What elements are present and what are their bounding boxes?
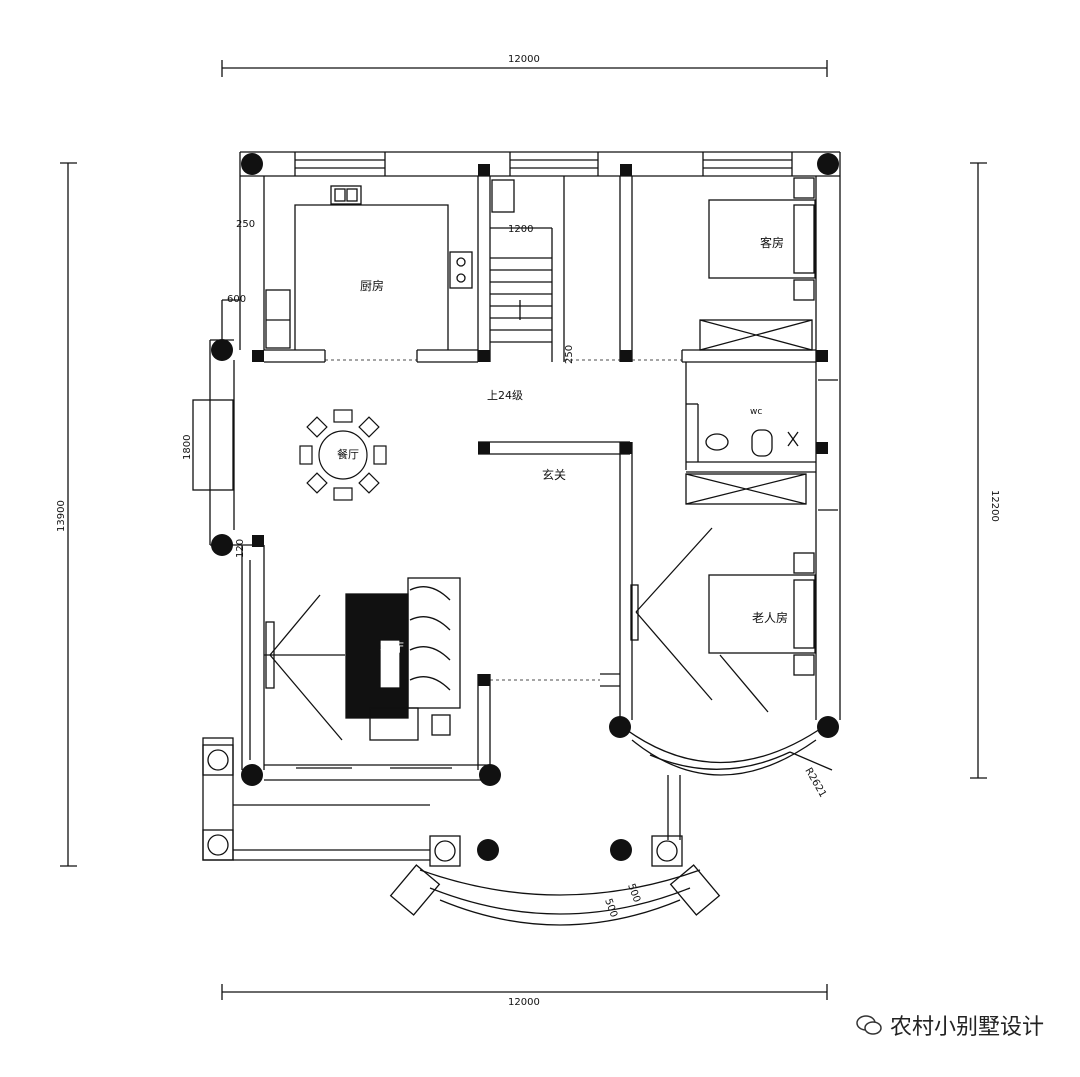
dim-bottom-width: 12000 xyxy=(508,997,540,1008)
living-room xyxy=(264,577,490,781)
watermark-text: 农村小别墅设计 xyxy=(889,1015,1044,1040)
dining-table xyxy=(299,409,387,501)
room-label-wc: wc xyxy=(750,407,762,417)
dim-600: 600 xyxy=(227,294,246,305)
stairs-label: 上24级 xyxy=(487,389,523,402)
porch xyxy=(202,737,721,926)
top-wall xyxy=(240,151,840,177)
dim-top-width: 12000 xyxy=(508,54,540,65)
foyer-walls xyxy=(477,441,713,770)
dim-250-top: 250 xyxy=(236,219,255,230)
dim-radius: R2621 xyxy=(802,766,828,800)
dim-1200: 1200 xyxy=(508,224,533,235)
dim-250-stair: 250 xyxy=(564,345,575,364)
elder-room xyxy=(619,552,833,776)
room-label-kitchen: 厨房 xyxy=(360,278,384,293)
left-wall xyxy=(192,152,275,770)
wechat-icon xyxy=(856,1015,882,1035)
room-label-elder-room: 老人房 xyxy=(752,610,788,625)
dim-500a: 500 xyxy=(625,882,642,904)
watermark: 农村小别墅设计 xyxy=(856,1009,1044,1041)
room-label-living: 客厅 xyxy=(380,640,404,655)
dim-1800: 1800 xyxy=(182,435,193,460)
room-label-guest-room: 客房 xyxy=(760,235,784,250)
dim-left-height: 13900 xyxy=(56,500,67,532)
stairs xyxy=(477,176,565,362)
dim-right-height: 12200 xyxy=(989,490,1000,522)
dim-500b: 500 xyxy=(602,897,619,919)
kitchen-fixtures xyxy=(264,185,478,363)
room-label-foyer: 玄关 xyxy=(542,467,566,482)
columns xyxy=(211,153,839,861)
dim-120: 120 xyxy=(235,539,246,558)
guest-room xyxy=(619,152,841,720)
room-label-dining: 餐厅 xyxy=(337,447,359,461)
dimension-lines xyxy=(60,60,987,1000)
